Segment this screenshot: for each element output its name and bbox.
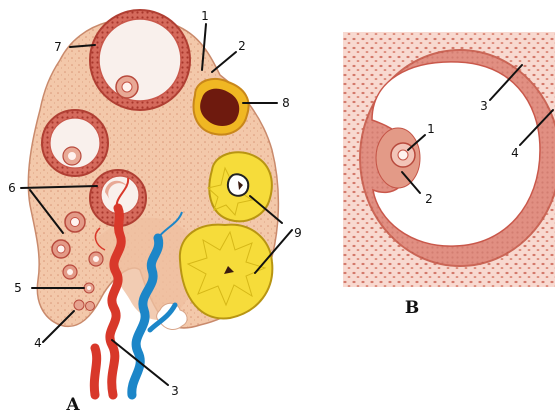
callout-a-8: 8: [282, 96, 290, 110]
callout-b-3: 3: [480, 99, 488, 113]
callout-a-7: 7: [54, 40, 62, 54]
primordial-follicle: [84, 283, 94, 293]
callout-a-9: 9: [294, 226, 302, 240]
callout-b-1: 1: [427, 122, 435, 136]
panel-a: 1 2 3 4 5 6 7 8 9 A: [8, 9, 302, 415]
mature-follicle: [90, 10, 190, 110]
panel-a-label: A: [65, 395, 80, 415]
callout-a-3: 3: [171, 384, 179, 398]
secondary-follicle-1: [42, 110, 108, 176]
callout-a-6: 6: [8, 181, 16, 195]
corpus-luteum-1: [208, 152, 272, 221]
panel-b: 1 2 3 4 B: [343, 32, 555, 318]
corpus-luteum-2: [180, 225, 272, 319]
corpus-hemorrhagicum: [194, 79, 249, 135]
callout-a-2: 2: [238, 39, 246, 53]
oocyte-nucleus: [398, 150, 408, 160]
callout-b-2: 2: [425, 192, 433, 206]
panel-b-label: B: [405, 298, 419, 318]
callout-b-4: 4: [511, 146, 519, 160]
callout-a-1: 1: [201, 9, 209, 23]
callout-a-5: 5: [14, 281, 22, 295]
callout-a-4: 4: [34, 336, 42, 350]
